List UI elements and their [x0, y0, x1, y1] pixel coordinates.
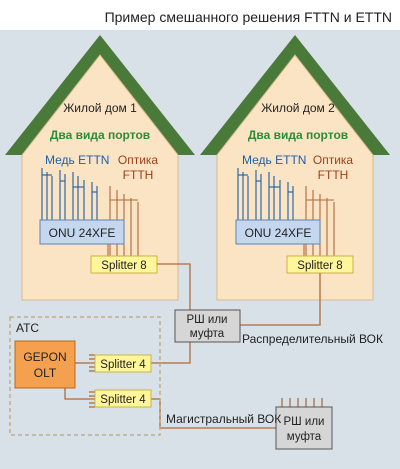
ats-label: АТС — [16, 321, 39, 335]
house-1-ports-label: Два вида портов — [50, 128, 150, 142]
trunk-box — [275, 406, 333, 450]
distribution-box — [174, 309, 241, 343]
house-1-splitter-label: Splitter 8 — [101, 260, 146, 272]
cable-house2-to-box — [240, 273, 321, 326]
distribution-cable-label: Распределительный ВОК — [242, 332, 383, 346]
fiber-cables — [64, 263, 323, 429]
house-2-roof — [200, 35, 390, 155]
house-2-onu-box — [235, 219, 321, 245]
diagram-title: Пример смешанного решения FTTN и ETTN — [105, 9, 392, 25]
ats-splitter-a — [94, 354, 152, 373]
cable-olt-to-splitter-b — [64, 388, 95, 400]
house-1-onu-box — [39, 219, 125, 245]
distribution-box-line1: РШ или — [187, 314, 228, 326]
olt-box — [14, 340, 76, 389]
cable-house1-to-box — [157, 263, 191, 310]
house-2-fiber-label-2: FTTH — [318, 168, 349, 182]
house-2-name: Жилой дом 2 — [261, 101, 335, 115]
house-2-ports-label: Два вида портов — [248, 128, 348, 142]
house-1-fiber-label-1: Оптика — [118, 153, 159, 167]
house-2: Жилой дом 2 Два вида портов Медь ETTN Оп… — [200, 35, 390, 301]
distribution-box-line2: муфта — [190, 328, 225, 340]
trunk-cable-label: Магистральный ВОК — [166, 412, 281, 426]
olt-line1: GEPON — [23, 350, 66, 364]
trunk-box-line1: РШ или — [284, 416, 325, 428]
house-1-name: Жилой дом 1 — [63, 101, 137, 115]
house-1-roof — [5, 35, 195, 155]
house-1-copper-label: Медь ETTN — [45, 153, 109, 167]
cable-box-to-splitter-a — [151, 342, 191, 364]
house-2-copper-lines — [237, 168, 294, 220]
ats-splitter-a-label: Splitter 4 — [100, 359, 146, 371]
olt-line2: OLT — [34, 366, 57, 380]
house-2-splitter-label: Splitter 8 — [297, 260, 342, 272]
ats-frame — [9, 316, 161, 436]
house-1-copper-lines — [41, 168, 98, 220]
trunk-box-line2: муфта — [287, 431, 322, 443]
house-2-fiber-label-1: Оптика — [313, 153, 354, 167]
house-2-onu-label: ONU 24XFE — [245, 226, 312, 240]
house-1-fiber-label-2: FTTH — [123, 168, 154, 182]
ats-splitter-b — [94, 389, 152, 408]
house-2-copper-label: Медь ETTN — [242, 153, 306, 167]
house-1: Жилой дом 1 Два вида портов Медь ETTN Оп… — [5, 35, 195, 301]
house-1-onu-label: ONU 24XFE — [49, 226, 116, 240]
ats-splitter-b-label: Splitter 4 — [100, 394, 146, 406]
